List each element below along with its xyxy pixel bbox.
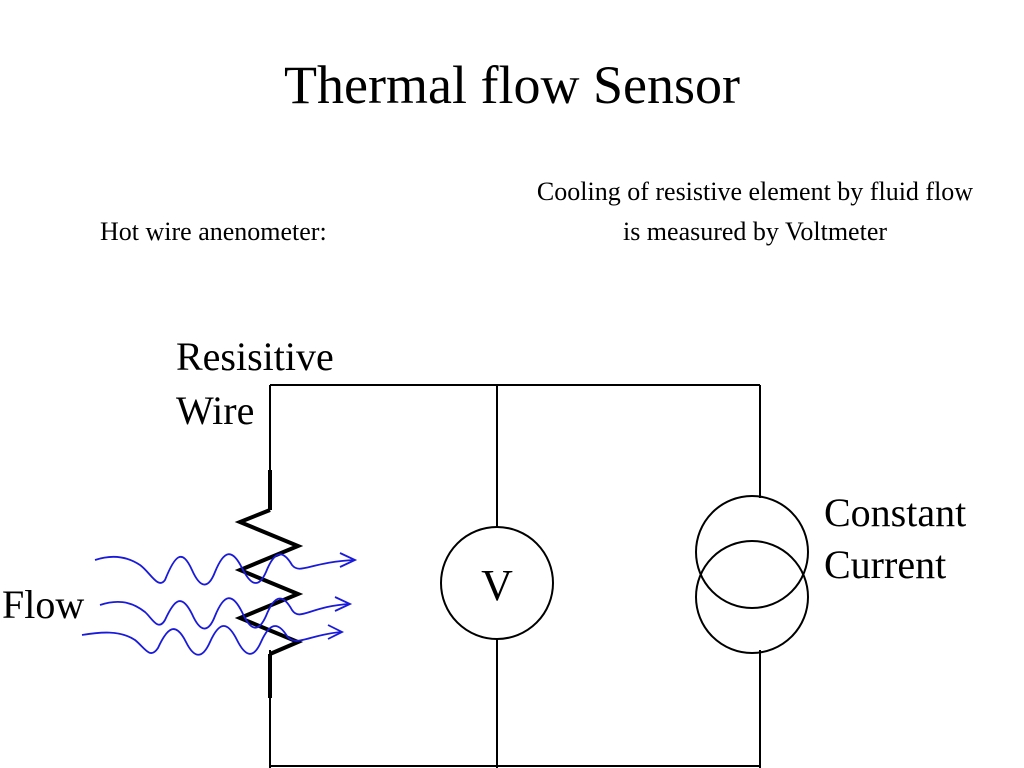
slide-caption: Cooling of resistive element by fluid fl… (536, 177, 974, 247)
flow-line-2 (99, 597, 351, 630)
circuit-wires (269, 384, 761, 768)
voltmeter-symbol: V (481, 561, 513, 610)
flow-arrow-3 (327, 624, 345, 640)
wire-label-line1: Resisitive (176, 334, 334, 379)
flow-arrow-2 (334, 596, 353, 612)
flow-arrow-1 (339, 552, 358, 568)
flow-lines (81, 552, 358, 656)
wire-label-line2: Wire (176, 388, 254, 433)
voltmeter-circle (440, 526, 554, 640)
current-source-circle-top (695, 495, 809, 609)
current-source (695, 495, 809, 654)
voltmeter: V (440, 526, 554, 640)
resistor-zigzag (234, 508, 304, 656)
source-label-line1: Constant (824, 490, 966, 535)
resistor (234, 470, 304, 698)
slide-title: Thermal flow Sensor (284, 55, 740, 115)
flow-line-3 (81, 625, 343, 656)
hot-wire-label: Hot wire anenometer: (100, 217, 327, 246)
source-label-line2: Current (824, 542, 946, 587)
current-source-circle-bottom (695, 540, 809, 654)
flow-label: Flow (2, 582, 84, 627)
flow-line-1 (94, 553, 356, 586)
